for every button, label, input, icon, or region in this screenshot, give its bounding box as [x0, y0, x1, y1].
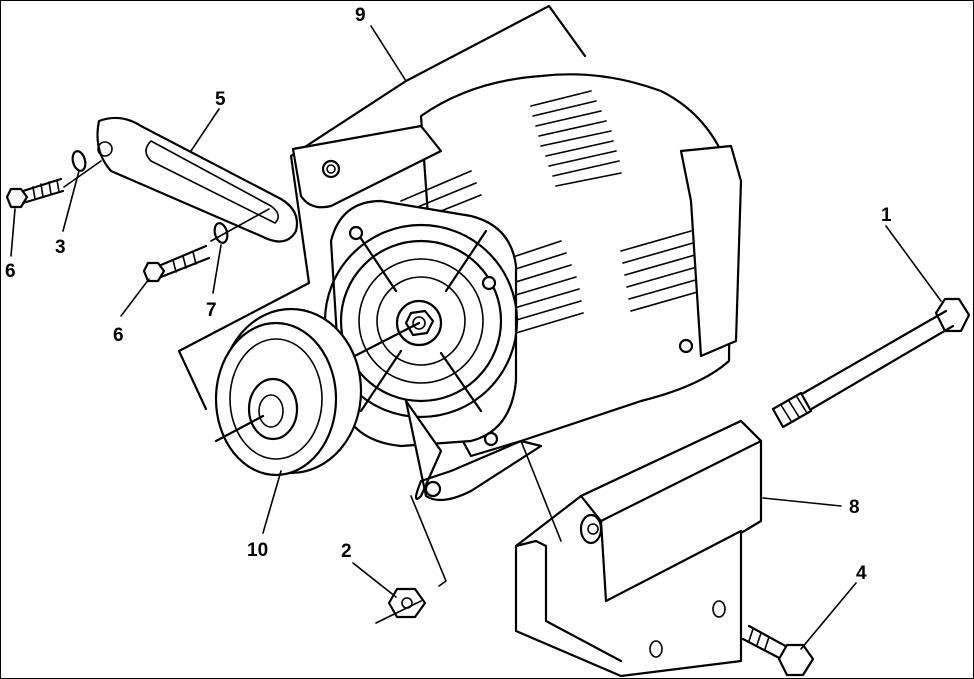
callout-8: 8 [849, 497, 860, 518]
pulley [214, 307, 363, 477]
callout-5: 5 [215, 89, 226, 110]
adjusting-bracket [96, 116, 299, 243]
callout-3: 3 [55, 237, 66, 258]
leader-lines [10, 25, 942, 650]
small-bolt [741, 624, 815, 677]
mounting-bracket [514, 419, 763, 678]
long-bolt [771, 297, 971, 429]
callout-4: 4 [856, 563, 867, 584]
callout-6-lower: 6 [113, 325, 124, 346]
bolt-upper [5, 177, 65, 209]
callout-7: 7 [206, 300, 217, 321]
assembly-bracket-9 [177, 4, 587, 411]
callout-6-upper: 6 [5, 261, 16, 282]
callout-2: 2 [341, 541, 352, 562]
washer-3 [63, 150, 102, 188]
callout-10: 10 [247, 540, 268, 561]
nut [375, 495, 447, 624]
bolt-lower [142, 244, 211, 283]
callout-1: 1 [881, 205, 892, 226]
alternator [261, 73, 743, 502]
washer-7 [210, 208, 270, 244]
callout-9: 9 [355, 5, 366, 26]
